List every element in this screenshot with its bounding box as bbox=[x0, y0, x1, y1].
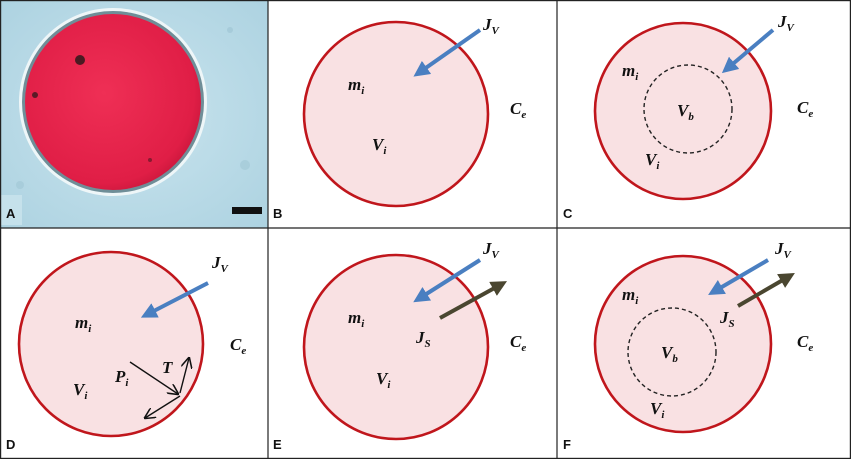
label-vi: Vi bbox=[372, 135, 387, 157]
cell bbox=[593, 254, 773, 434]
label-ce: Ce bbox=[510, 332, 526, 354]
label-vi: Vi bbox=[73, 380, 88, 402]
label-jv: JV bbox=[482, 239, 501, 261]
label-vi: Vi bbox=[645, 150, 660, 172]
label-ce: Ce bbox=[797, 332, 813, 354]
label-jv: JV bbox=[482, 15, 501, 37]
panel-d: JV mi Vi Pi T Ce D bbox=[6, 250, 246, 452]
label-jv: JV bbox=[777, 12, 796, 34]
panel-label-e: E bbox=[273, 437, 282, 452]
label-ce: Ce bbox=[230, 335, 246, 357]
particle bbox=[148, 158, 152, 162]
water-flux-arrow bbox=[140, 281, 209, 318]
water-flux-arrow bbox=[413, 28, 482, 77]
particle bbox=[75, 55, 85, 65]
label-ce: Ce bbox=[797, 98, 813, 120]
label-pi: Pi bbox=[114, 367, 129, 389]
water-flux-arrow bbox=[721, 28, 775, 74]
scale-bar bbox=[232, 207, 262, 214]
inner-compartment bbox=[643, 64, 733, 154]
label-jv: JV bbox=[774, 239, 793, 261]
label-vi: Vi bbox=[376, 369, 391, 391]
label-vb: Vb bbox=[677, 101, 694, 123]
label-js: JS bbox=[719, 308, 735, 330]
panel-label-b: B bbox=[273, 206, 282, 221]
water-flux-arrow bbox=[413, 258, 482, 303]
panel-c: JV mi Vb Vi Ce C bbox=[563, 12, 813, 221]
particle bbox=[32, 92, 38, 98]
panel-b: JV mi Vi Ce B bbox=[273, 15, 526, 221]
panel-label-f: F bbox=[563, 437, 571, 452]
label-ce: Ce bbox=[510, 99, 526, 121]
tension-arrow bbox=[145, 395, 181, 418]
cell bbox=[17, 250, 205, 438]
panel-f: JV mi JS Vb Vi Ce F bbox=[563, 239, 813, 452]
micrograph-cell bbox=[25, 14, 201, 190]
cell bbox=[302, 20, 490, 208]
label-mi: mi bbox=[75, 313, 92, 335]
label-js: JS bbox=[415, 328, 431, 350]
solute-flux-arrow bbox=[736, 272, 795, 308]
panel-e: JV mi JS Vi Ce E bbox=[273, 239, 526, 452]
label-mi: mi bbox=[622, 61, 639, 83]
label-mi: mi bbox=[622, 285, 639, 307]
panel-label-a: A bbox=[6, 206, 16, 221]
label-jv: JV bbox=[211, 253, 230, 275]
pressure-arrow bbox=[129, 361, 178, 394]
solute-flux-arrow bbox=[439, 281, 508, 320]
label-mi: mi bbox=[348, 308, 365, 330]
label-mi: mi bbox=[348, 75, 365, 97]
panel-a: A bbox=[0, 0, 268, 228]
tension-arrow bbox=[179, 358, 189, 394]
inner-compartment bbox=[627, 307, 717, 397]
label-vb: Vb bbox=[661, 343, 678, 365]
label-t: T bbox=[162, 358, 173, 377]
water-flux-arrow bbox=[708, 258, 770, 296]
panel-label-d: D bbox=[6, 437, 15, 452]
label-vi: Vi bbox=[650, 399, 665, 421]
cell bbox=[302, 253, 490, 441]
panel-label-c: C bbox=[563, 206, 573, 221]
